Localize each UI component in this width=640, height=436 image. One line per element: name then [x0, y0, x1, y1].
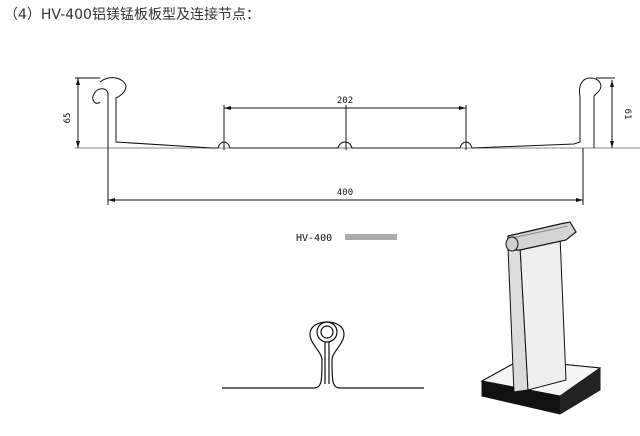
drawing-caption: HV-400	[296, 233, 332, 244]
seam-detail	[222, 321, 424, 389]
dim-total-width: 400	[337, 188, 353, 198]
clip-3d-illustration	[480, 221, 602, 415]
section-heading: （4）HV-400铝镁锰板板型及连接节点：	[4, 7, 260, 23]
panel-profile-line	[92, 77, 602, 149]
caption-illegible-text	[345, 234, 397, 240]
dim-height-left: 65	[63, 113, 73, 124]
dim-rib-spacing: 202	[337, 96, 353, 106]
dim-height-right: 61	[622, 109, 632, 120]
